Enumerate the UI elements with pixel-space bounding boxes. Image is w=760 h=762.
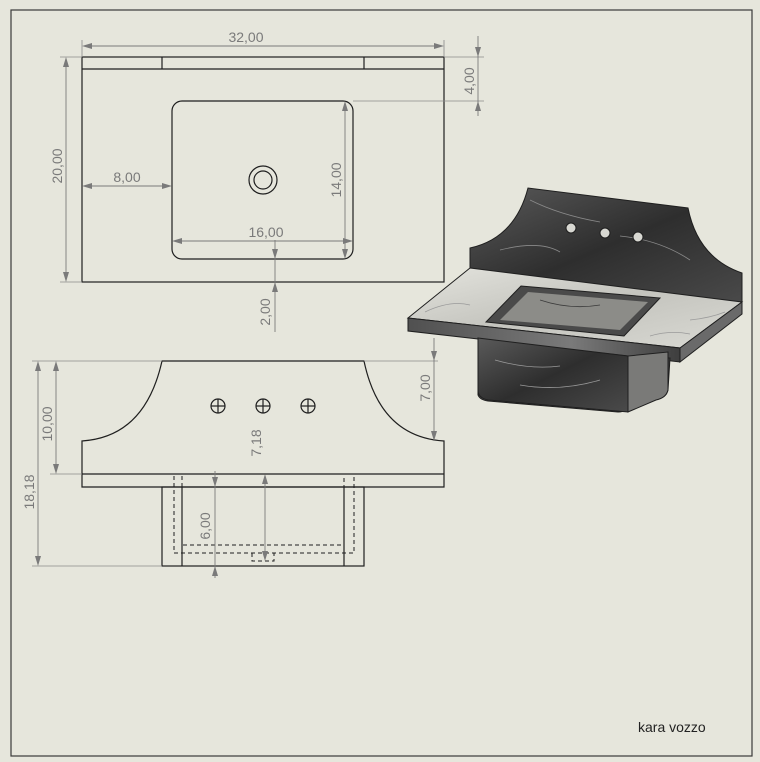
bowl-outline [171, 100, 354, 260]
faucet-hole-left [210, 398, 226, 414]
iso-faucet-hole-left [565, 222, 577, 234]
drain-outer [248, 165, 278, 195]
dim-backsplash-total: 10,00 [39, 406, 55, 441]
dim-overall-width: 32,00 [228, 29, 263, 45]
iso-countertop-side [679, 301, 743, 364]
dim-bowl-front-gap: 2,00 [257, 298, 273, 325]
dim-overall-depth: 20,00 [49, 148, 65, 183]
top-view: 32,00 4,00 20,00 8,00 14,00 16,00 [49, 29, 484, 332]
signature: kara vozzo [638, 719, 706, 735]
bowl-hidden-lines [173, 476, 355, 562]
drain-inner [253, 170, 273, 190]
top-view-outline [81, 56, 445, 283]
sheet-border [10, 9, 753, 757]
bowl-body [161, 486, 365, 567]
iso-faucet-hole-right [632, 231, 644, 243]
front-view: 7,00 10,00 18,18 7,18 6,00 [21, 338, 445, 578]
dim-backsplash-depth: 4,00 [461, 67, 477, 94]
dim-bowl-offset: 8,00 [113, 169, 140, 185]
backsplash-profile [81, 360, 445, 488]
dim-bowl-width: 16,00 [248, 224, 283, 240]
faucet-hole-center [255, 398, 271, 414]
dim-backsplash-height: 7,00 [417, 374, 433, 401]
dim-faucet-height: 7,18 [248, 429, 264, 456]
isometric-render [406, 187, 744, 413]
iso-faucet-hole-center [599, 227, 611, 239]
dim-bowl-height: 6,00 [197, 512, 213, 539]
faucet-hole-right [300, 398, 316, 414]
dim-overall-height: 18,18 [21, 474, 37, 509]
iso-backsplash [469, 187, 743, 306]
dim-bowl-depth: 14,00 [328, 162, 344, 197]
